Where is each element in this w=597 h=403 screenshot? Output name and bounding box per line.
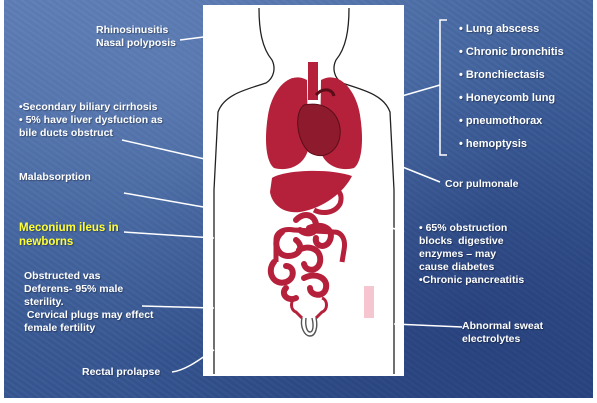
label-vas-deferens: Obstructed vas Deferens- 95% male steril… xyxy=(24,270,154,335)
label-malabsorption: Malabsorption xyxy=(19,171,91,184)
label-rectal-prolapse: Rectal prolapse xyxy=(82,366,160,379)
label-sweat-electrolytes: Abnormal sweat electrolytes xyxy=(462,320,543,346)
list-item: • Bronchiectasis xyxy=(459,68,564,91)
label-nasal-polyposis: Nasal polyposis xyxy=(96,37,176,50)
label-biliary-cirrhosis: •Secondary biliary cirrhosis • 5% have l… xyxy=(19,101,163,140)
label-cor-pulmonale: Cor pulmonale xyxy=(445,178,519,191)
genitalia-outline xyxy=(301,318,316,336)
list-item: • Honeycomb lung xyxy=(459,91,564,114)
label-pancreas: • 65% obstruction blocks digestive enzym… xyxy=(419,222,524,287)
label-rhinosinusitis: Rhinosinusitis xyxy=(96,24,168,37)
label-meconium-ileus: Meconium ileus in newborns xyxy=(19,221,119,249)
intestines xyxy=(271,215,331,299)
lung-conditions-list: • Lung abscess • Chronic bronchitis • Br… xyxy=(459,22,564,160)
list-item: • Chronic bronchitis xyxy=(459,45,564,68)
list-item: • hemoptysis xyxy=(459,137,564,160)
reproductive-organs xyxy=(292,298,327,318)
skin-patch xyxy=(364,286,374,318)
slide-background: Rhinosinusitis Nasal polyposis •Secondar… xyxy=(4,0,593,398)
list-item: • Lung abscess xyxy=(459,22,564,45)
list-item: • pneumothorax xyxy=(459,114,564,137)
